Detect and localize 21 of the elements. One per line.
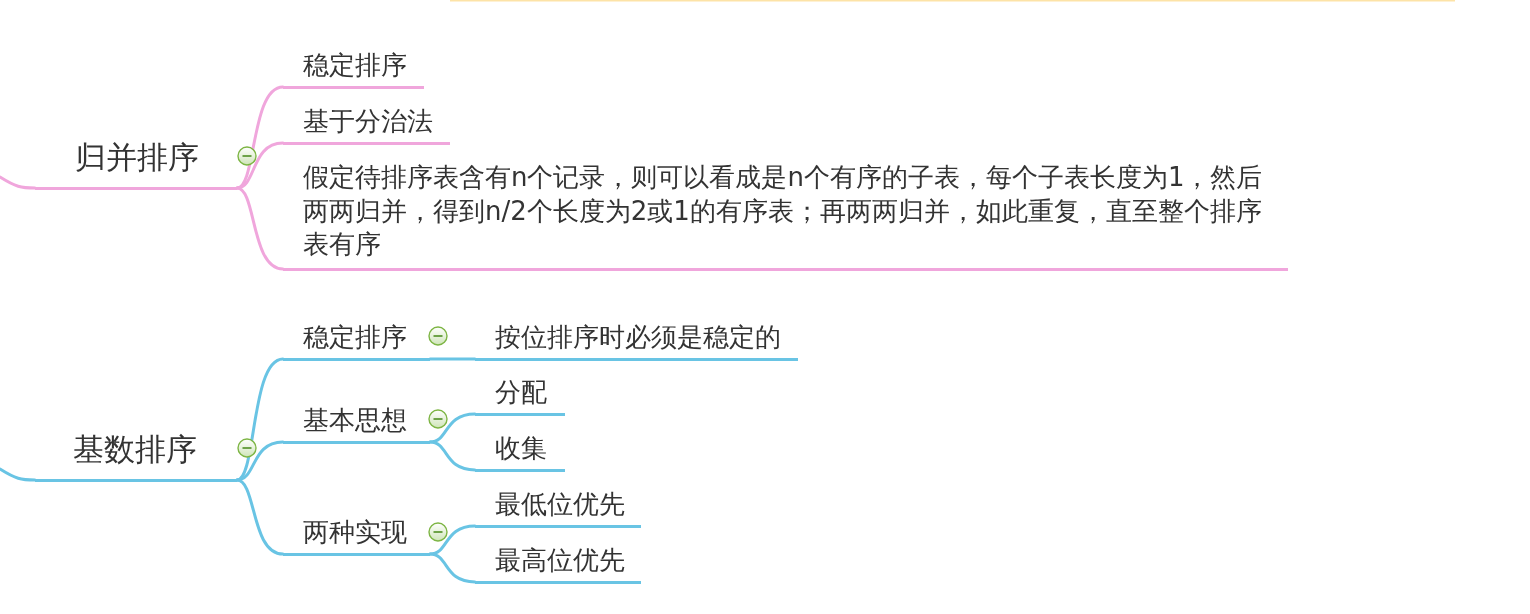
subtopic: 分配 <box>475 374 565 416</box>
subtopic: 假定待排序表含有n个记录，则可以看成是n个有序的子表，每个子表长度为1，然后两两归并，得到n/2个长度为2或1的有序表；再两两归并，如此重复，直至整个排序表有序 <box>283 159 1288 271</box>
branch-line <box>428 552 477 584</box>
subtopic: 最低位优先 <box>475 486 641 528</box>
main-topic: 基数排序 <box>35 428 237 482</box>
branch-line <box>235 141 285 190</box>
branch-line <box>235 478 285 556</box>
subtopic: 基于分治法 <box>283 103 450 145</box>
branch-line <box>235 440 285 482</box>
branch-line <box>0 467 37 482</box>
subtopic: 稳定排序 <box>283 47 424 89</box>
subtopic: 按位排序时必须是稳定的 <box>475 319 798 361</box>
main-topic: 归并排序 <box>35 136 237 190</box>
subtopic: 收集 <box>475 430 565 472</box>
branch-line <box>235 186 285 271</box>
branch-line <box>428 440 477 472</box>
branch-line <box>428 524 477 556</box>
branch-line <box>428 412 477 444</box>
subtopic: 最高位优先 <box>475 542 641 584</box>
branch-line <box>0 175 37 190</box>
branch-line <box>428 357 477 361</box>
